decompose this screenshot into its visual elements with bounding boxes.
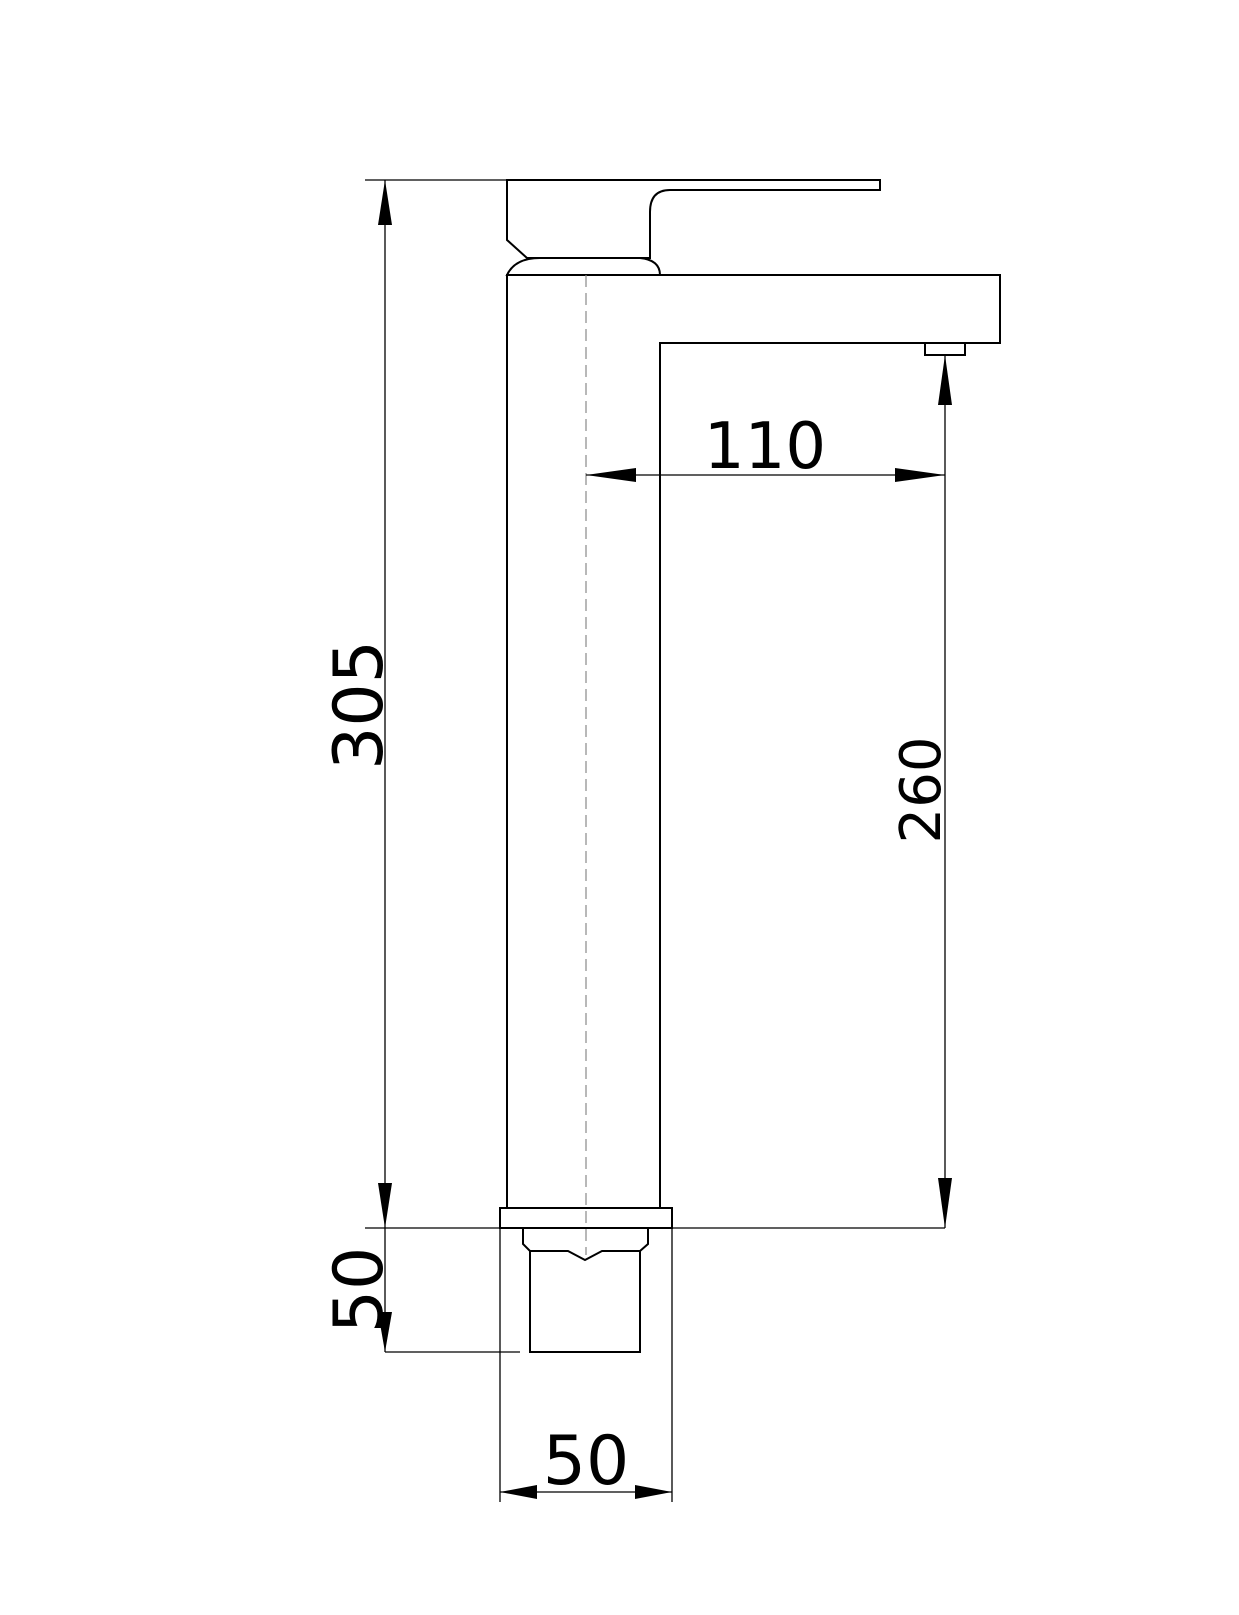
arrow-down-icon	[378, 1312, 392, 1352]
arrow-left-icon	[586, 468, 636, 482]
arrow-down-icon	[378, 1183, 392, 1228]
dimension-thread-length: 50	[320, 1227, 520, 1353]
dimension-spout-height: 260	[672, 355, 954, 1229]
spout-height-label: 260	[889, 737, 954, 844]
total-height-label: 305	[320, 640, 399, 770]
arrow-up-icon	[378, 180, 392, 225]
base-width-label: 50	[543, 1422, 630, 1501]
hex-nut	[522, 1228, 649, 1262]
dimension-total-height: 305	[320, 179, 507, 1228]
base-plate	[499, 1207, 673, 1229]
arrow-left-icon	[500, 1485, 537, 1499]
handle-lever	[506, 179, 881, 259]
thread-length-label: 50	[320, 1247, 399, 1334]
dimension-base-width: 50	[499, 1228, 673, 1502]
arrow-up-icon	[938, 355, 952, 405]
arrow-right-icon	[895, 468, 945, 482]
faucet-outline	[499, 179, 1001, 1353]
dimension-spout-reach: 110	[586, 410, 945, 484]
arrow-down-icon	[938, 1178, 952, 1228]
spout-reach-label: 110	[704, 410, 826, 484]
body-cap	[505, 257, 662, 276]
arrow-right-icon	[635, 1485, 672, 1499]
threaded-shank	[529, 1251, 641, 1353]
aerator	[924, 342, 966, 356]
